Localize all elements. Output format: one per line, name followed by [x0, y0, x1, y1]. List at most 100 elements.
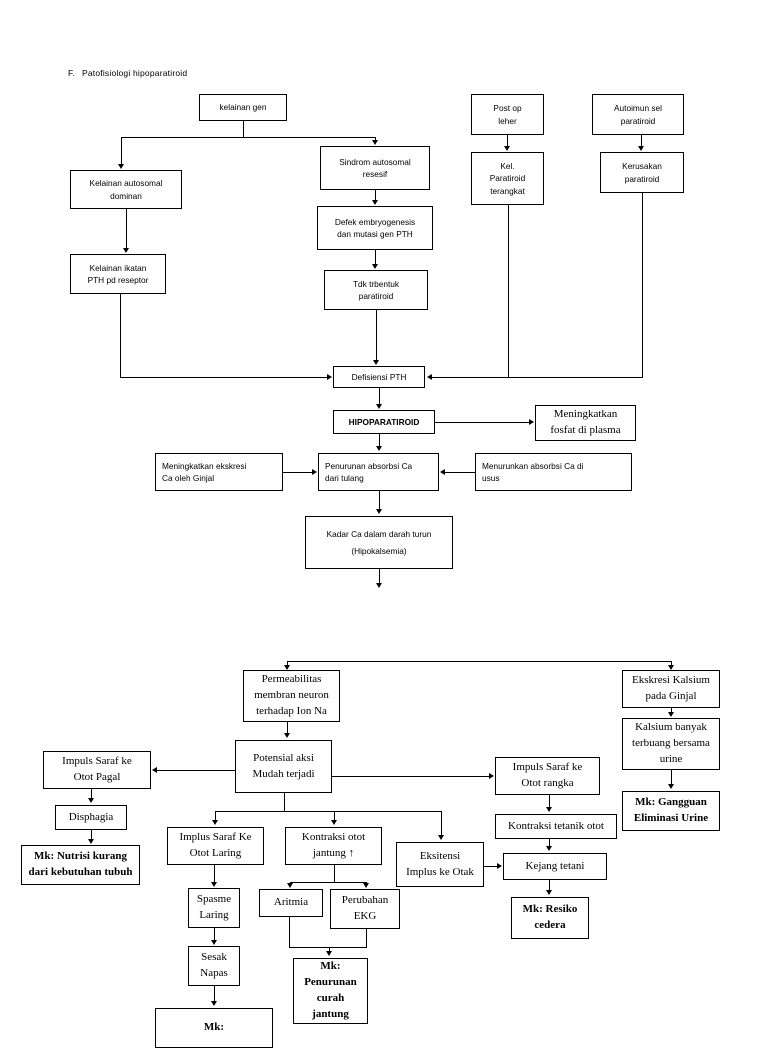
connector-to-sindrom — [375, 137, 376, 141]
arrow-tetanik-kejang — [545, 846, 552, 851]
connector-lower-bus — [287, 661, 671, 662]
node-tdk-trbentuk-paratiroid[interactable]: Tdk trbentuk paratiroid — [324, 270, 428, 310]
node-mk-penurunan-curah-jantung[interactable]: Mk: Penurunan curah jantung — [293, 958, 368, 1024]
node-kelainan-gen[interactable]: kelainan gen — [199, 94, 287, 121]
connector-spasme-sesak — [214, 928, 215, 941]
connector-dominan-ikatan — [126, 209, 127, 249]
node-sesak-napas[interactable]: Sesak Napas — [188, 946, 240, 986]
connector-lower-bus-right — [671, 661, 672, 666]
connector-kelainangen-stem — [243, 121, 244, 137]
connector-hipo-penurunan — [379, 434, 380, 447]
arrow-ekskresi-kalsium-banyak — [667, 712, 674, 717]
page-heading: F. Patofisiologi hipoparatiroid — [68, 68, 187, 78]
node-perubahan-ekg[interactable]: Perubahan EKG — [330, 889, 400, 929]
node-kel-paratiroid-terangkat[interactable]: Kel. Paratiroid terangkat — [471, 152, 544, 205]
arrow-potensial-vagal — [152, 766, 157, 773]
node-menurunkan-absorbsi-ca[interactable]: Menurunkan absorbsi Ca di usus — [475, 453, 632, 491]
arrow-hipo-fosfat — [529, 418, 534, 425]
connector-ikatan-down — [120, 294, 121, 377]
connector-autoimun-kerusakan — [641, 135, 642, 147]
node-kerusakan-paratiroid[interactable]: Kerusakan paratiroid — [600, 152, 684, 193]
connector-bus-laring — [215, 811, 216, 820]
node-mk-resiko-cedera[interactable]: Mk: Resiko cedera — [511, 897, 589, 939]
node-aritmia[interactable]: Aritmia — [259, 889, 323, 917]
connector-kelainangen-bus — [121, 137, 375, 138]
node-permeabilitas-membran[interactable]: Permeabilitas membran neuron terhadap Io… — [243, 670, 340, 722]
connector-lower-bus-left — [287, 661, 288, 666]
arrow-bus-laring — [211, 820, 218, 825]
connector-ekg-down — [366, 929, 367, 947]
connector-potensial-stem — [284, 793, 285, 811]
arrow-to-dominan — [117, 164, 124, 169]
connector-kelpara-down — [508, 205, 509, 377]
connector-kalsium-mkgangguan — [671, 770, 672, 785]
connector-kadar-down — [379, 569, 380, 584]
node-spasme-laring[interactable]: Spasme Laring — [188, 888, 240, 928]
arrow-defek-tdk — [371, 264, 378, 269]
arrow-join-mkcurah — [325, 951, 332, 956]
node-mk-nutrisi-kurang[interactable]: Mk: Nutrisi kurang dari kebutuhan tubuh — [21, 845, 140, 885]
node-sindrom-autosomal-resesif[interactable]: Sindrom autosomal resesif — [320, 146, 430, 190]
node-defisiensi-pth[interactable]: Defisiensi PTH — [333, 366, 425, 388]
arrow-bus-jantung — [330, 820, 337, 825]
arrow-postop-kel — [503, 146, 510, 151]
node-implus-saraf-otot-laring[interactable]: Implus Saraf Ke Otot Laring — [167, 827, 264, 865]
connector-ikatan-right — [120, 377, 327, 378]
node-ekskresi-kalsium-ginjal[interactable]: Ekskresi Kalsium pada Ginjal — [622, 670, 720, 708]
node-kejang-tetani[interactable]: Kejang tetani — [503, 853, 607, 880]
connector-jantung-bus — [290, 882, 366, 883]
arrow-bus-ekg — [362, 883, 369, 888]
node-kadar-ca-turun[interactable]: Kadar Ca dalam darah turun (Hipokalsemia… — [305, 516, 453, 569]
arrow-spasme-sesak — [210, 940, 217, 945]
connector-arit-ekg-join — [289, 947, 367, 948]
connector-join-mkcurah — [329, 947, 330, 951]
connector-penurunan-kadar — [379, 491, 380, 510]
connector-kejang-mkresiko — [549, 880, 550, 891]
connector-aritmia-down — [289, 917, 290, 947]
node-mk-gangguan-eliminasi-urine[interactable]: Mk: Gangguan Eliminasi Urine — [622, 791, 720, 831]
arrow-menurunkan-penurunan — [440, 468, 445, 475]
connector-jantung-stem — [334, 865, 335, 882]
arrow-kadar-down — [375, 583, 382, 588]
arrow-dominan-ikatan — [122, 248, 129, 253]
node-defek-embryogenesis[interactable]: Defek embryogenesis dan mutasi gen PTH — [317, 206, 433, 250]
heading-marker: F. — [68, 68, 76, 78]
connector-rangka-tetanik — [549, 795, 550, 807]
node-eksitensi-implus-otak[interactable]: Eksitensi Implus ke Otak — [396, 842, 484, 887]
node-kalsium-terbuang-urine[interactable]: Kalsium banyak terbuang bersama urine — [622, 718, 720, 770]
connector-potensial-vagal — [157, 770, 235, 771]
connector-bus-otak — [441, 811, 442, 835]
arrow-permeabilitas-potensial — [283, 733, 290, 738]
node-hipoparatiroid[interactable]: HIPOPARATIROID — [333, 410, 435, 434]
node-kelainan-autosomal-dominan[interactable]: Kelainan autosomal dominan — [70, 170, 182, 209]
arrow-bus-aritmia — [286, 883, 293, 888]
connector-postop-kel — [507, 135, 508, 147]
node-mk-bottom-left[interactable]: Mk: — [155, 1008, 273, 1048]
arrow-kejang-mkresiko — [545, 890, 552, 895]
connector-vagal-disphagia — [91, 789, 92, 799]
node-post-op-leher[interactable]: Post op leher — [471, 94, 544, 135]
node-kontraksi-tetanik-otot[interactable]: Kontraksi tetanik otot — [495, 814, 617, 839]
flowchart-canvas: F. Patofisiologi hipoparatiroid kelainan … — [21, 68, 720, 1048]
arrow-kalsium-mkgangguan — [667, 784, 674, 789]
node-impuls-saraf-otot-vagal[interactable]: Impuls Saraf ke Otot Pagal — [43, 751, 151, 789]
node-disphagia[interactable]: Disphagia — [55, 805, 127, 830]
node-meningkatkan-fosfat[interactable]: Meningkatkan fosfat di plasma — [535, 405, 636, 441]
node-kelainan-ikatan-pth[interactable]: Kelainan ikatan PTH pd reseptor — [70, 254, 166, 294]
node-penurunan-absorbsi-ca[interactable]: Penurunan absorbsi Ca dari tulang — [318, 453, 439, 491]
arrow-autoimun-kerusakan — [637, 146, 644, 151]
node-kontraksi-otot-jantung[interactable]: Kontraksi otot jantung ↑ — [285, 827, 382, 865]
connector-eksitensi-kejang — [484, 866, 497, 867]
heading-text: Patofisiologi hipoparatiroid — [82, 68, 188, 78]
arrow-sindrom-defek — [371, 200, 378, 205]
connector-ekskresi-kalsium-banyak — [671, 708, 672, 713]
arrow-to-permeabilitas — [283, 665, 290, 670]
node-impuls-saraf-otot-rangka[interactable]: Impuls Saraf ke Otot rangka — [495, 757, 600, 795]
arrow-right-defisiensi — [427, 373, 432, 380]
connector-sindrom-defek — [375, 190, 376, 201]
arrow-bus-otak — [437, 835, 444, 840]
connector-defek-tdk — [375, 250, 376, 265]
node-potensial-aksi[interactable]: Potensial aksi Mudah terjadi — [235, 740, 332, 793]
node-autoimun-sel-paratiroid[interactable]: Autoimun sel paratiroid — [592, 94, 684, 135]
node-meningkatkan-ekskresi-ca[interactable]: Meningkatkan ekskresi Ca oleh Ginjal — [155, 453, 283, 491]
